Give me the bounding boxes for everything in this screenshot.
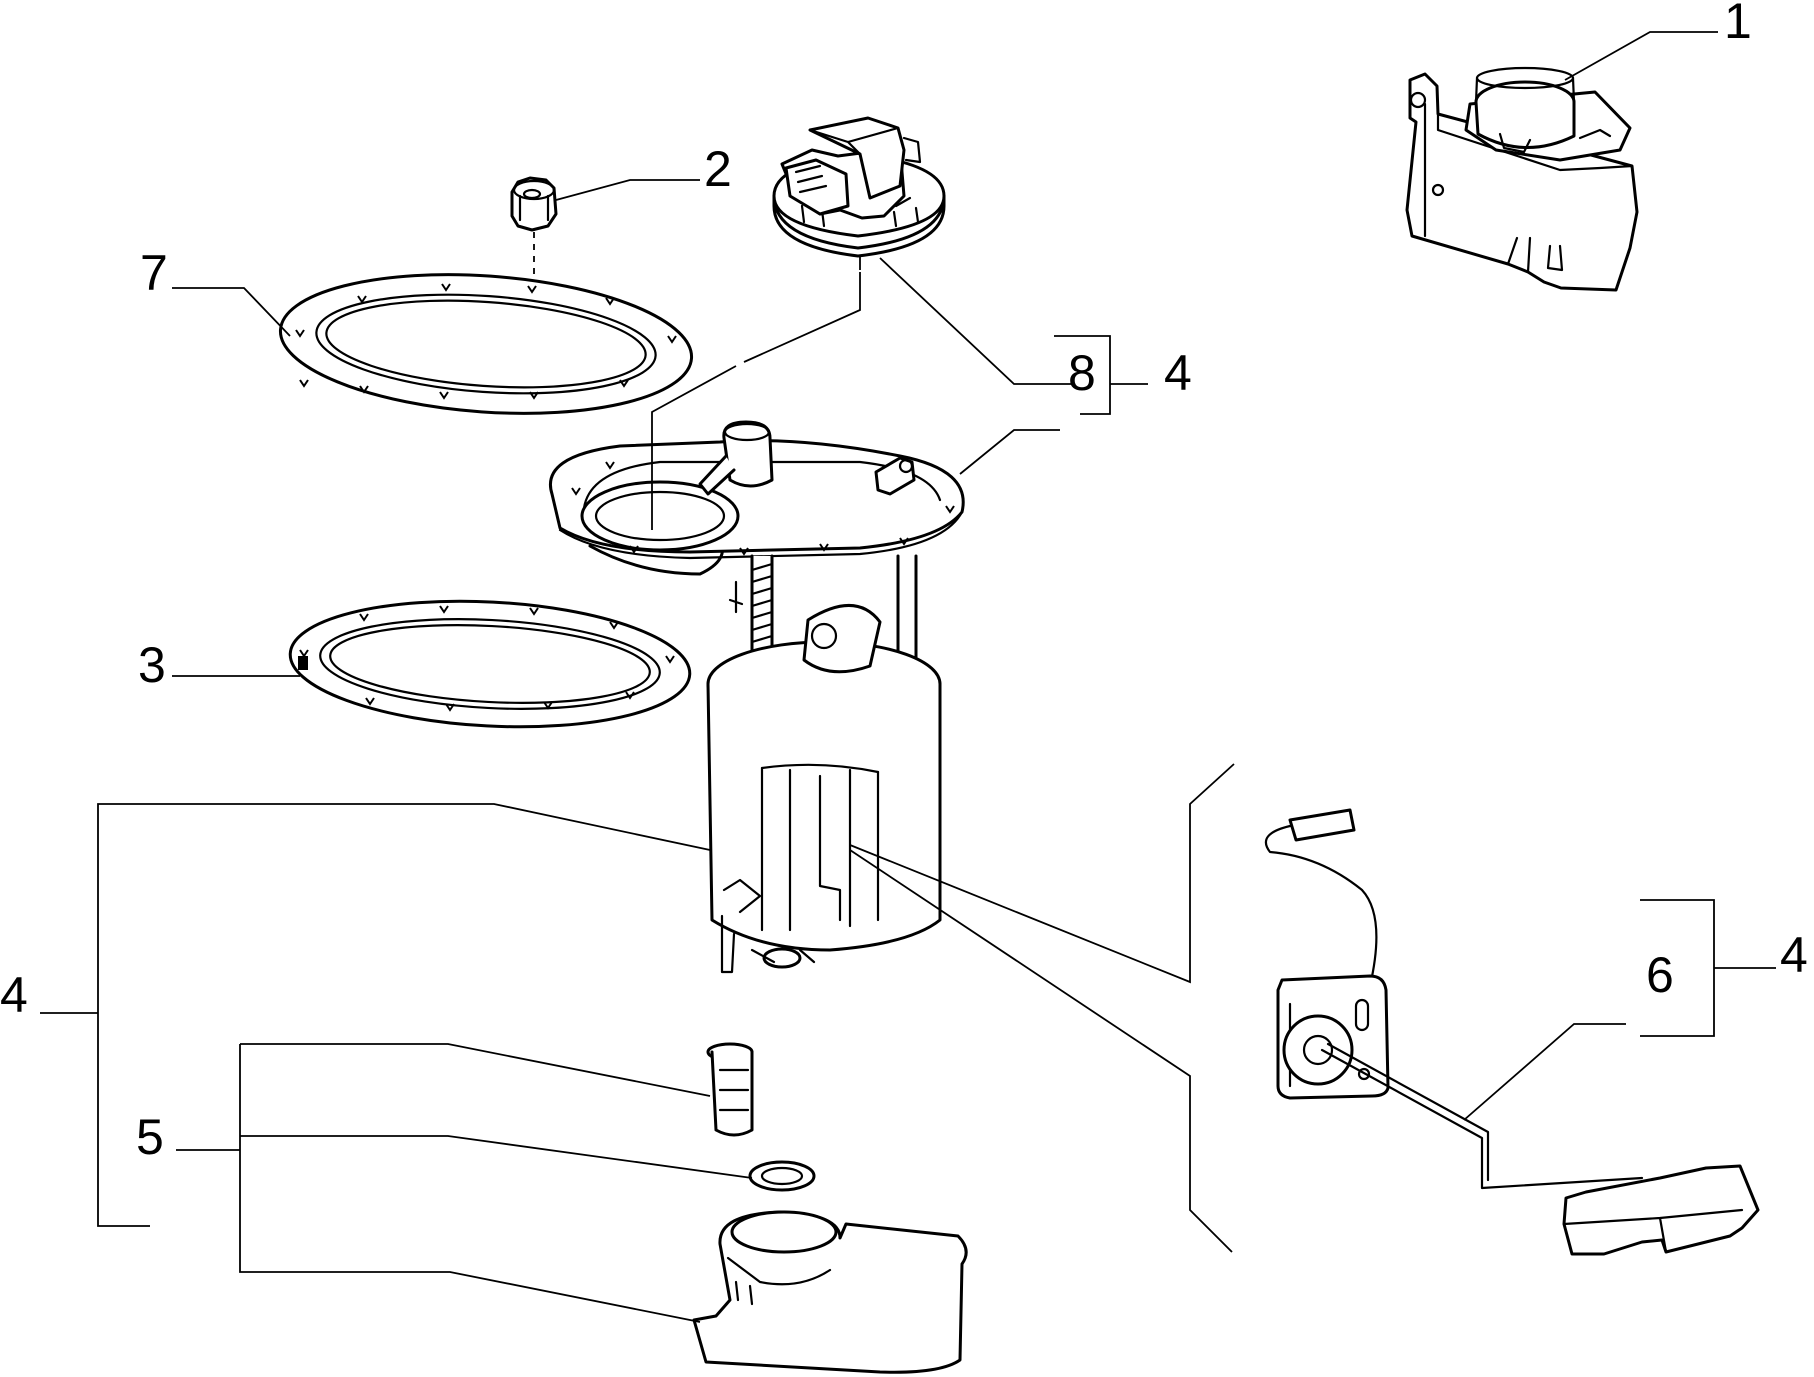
- callout-4-left: 4: [0, 967, 28, 1023]
- callout-1: 1: [1724, 0, 1752, 49]
- part-1-relay-bracket: [1405, 66, 1639, 292]
- part-6-fuel-level-sender: [1264, 808, 1760, 1256]
- part-4-pump-module: [549, 420, 965, 974]
- part-3-gasket-ring: [288, 599, 692, 729]
- callout-8: 8: [1068, 345, 1096, 401]
- callout-6: 6: [1646, 947, 1674, 1003]
- callout-7: 7: [140, 245, 168, 301]
- callout-4-right: 4: [1780, 927, 1808, 983]
- callout-2: 2: [704, 141, 732, 197]
- part-5-filter-set: [692, 1042, 968, 1374]
- part-7-gasket-ring: [278, 273, 694, 415]
- callout-labels: 1 2 7 8 4 3 4 5 6 4: [0, 0, 1808, 1165]
- callout-3: 3: [138, 637, 166, 693]
- callout-5: 5: [136, 1109, 164, 1165]
- part-8-connector-cap: [772, 116, 946, 270]
- leader-lines: [40, 31, 1776, 1323]
- part-2-nut: [510, 176, 558, 276]
- callout-4-upper: 4: [1164, 345, 1192, 401]
